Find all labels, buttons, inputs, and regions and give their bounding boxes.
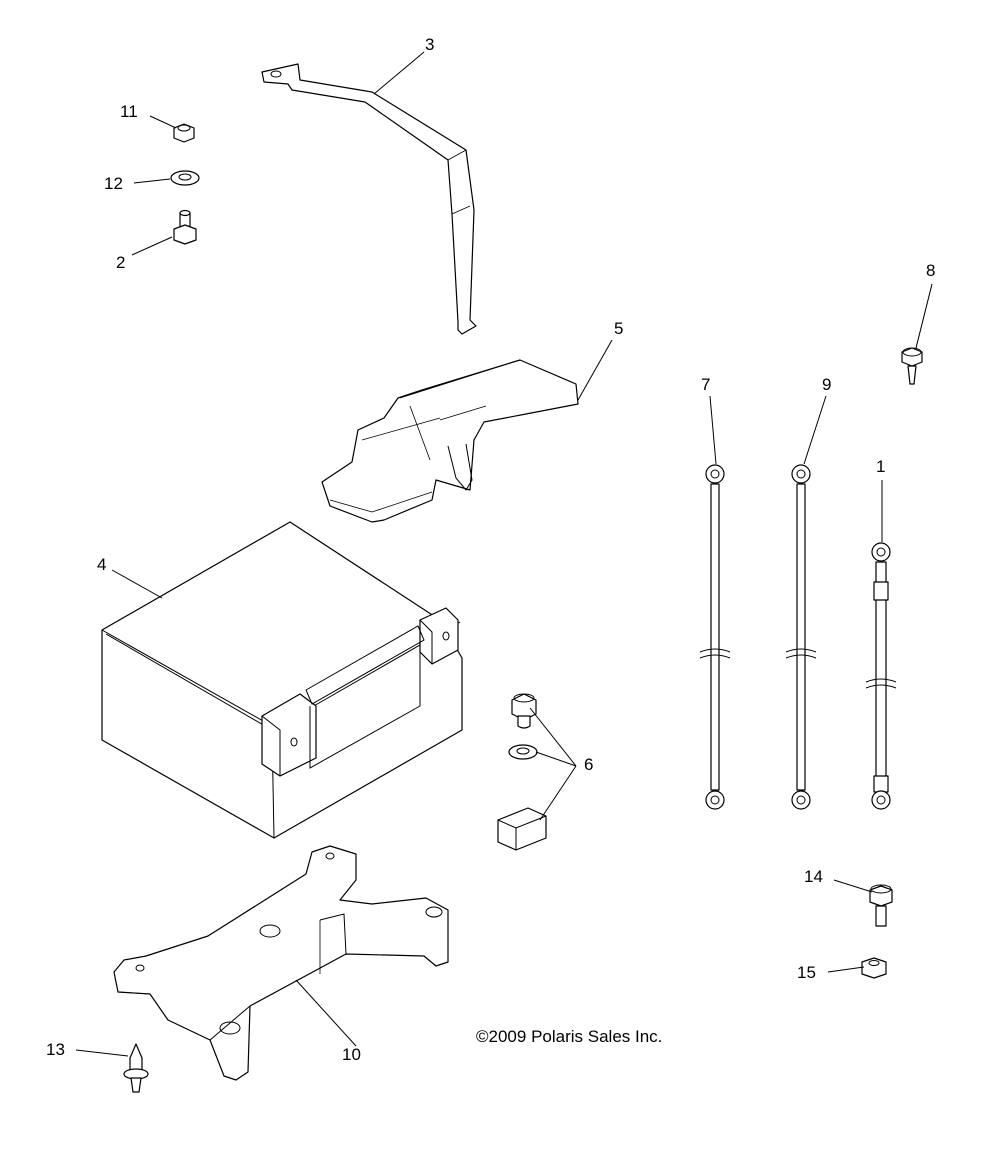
callout-6: 6 [584,755,594,774]
callout-11: 11 [120,102,138,121]
part-15-nut [861,957,887,979]
part-13-rivet [123,1043,149,1093]
callout-10: 10 [342,1045,361,1064]
callout-1: 1 [876,457,886,476]
part-6-hardware [497,693,547,851]
part-10-tray [113,845,449,1081]
callout-4: 4 [97,555,107,574]
callout-9: 9 [822,375,832,394]
part-11-nut [173,123,195,143]
part-14-screw [869,884,893,927]
part-3-bracket [261,63,477,335]
part-5-plate [321,359,579,523]
callout-8: 8 [926,261,936,280]
callout-5: 5 [614,319,624,338]
part-9-cable [785,464,817,810]
leader-lines [75,51,933,1057]
callout-7: 7 [701,375,711,394]
callout-3: 3 [425,35,435,54]
callout-13: 13 [46,1040,65,1059]
callout-14: 14 [804,867,823,886]
part-1-cable [865,542,897,810]
part-4-battery [101,521,463,839]
part-2-bolt [173,209,197,245]
callout-2: 2 [116,253,126,272]
copyright-notice: ©2009 Polaris Sales Inc. [476,1027,663,1046]
callout-12: 12 [104,174,123,193]
callout-15: 15 [797,963,816,982]
part-7-cable [699,464,731,810]
part-12-washer [170,170,200,186]
part-8-screw [901,347,923,385]
